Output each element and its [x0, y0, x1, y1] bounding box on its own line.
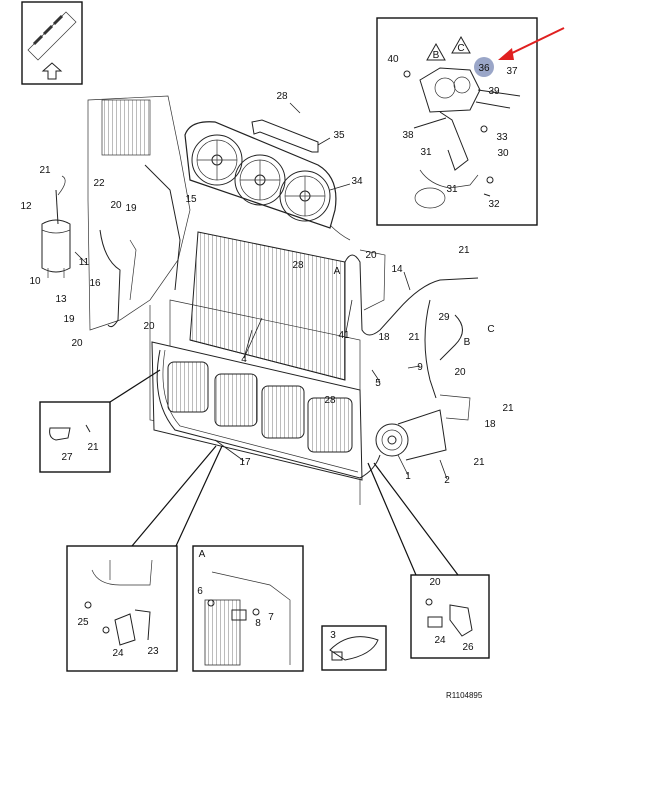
callout-28: 28 — [292, 260, 304, 271]
triangle-C — [451, 35, 471, 54]
callout-9: 9 — [417, 362, 423, 373]
callout-11: 11 — [79, 257, 90, 268]
callout-28: 28 — [276, 91, 288, 102]
callout-16: 16 — [89, 278, 101, 289]
view-letter-C: C — [487, 324, 494, 335]
view-letter-A: A — [334, 266, 341, 277]
callout-5: 5 — [375, 378, 381, 389]
callout-21: 21 — [87, 442, 99, 453]
callout-33: 33 — [496, 132, 508, 143]
callout-23: 23 — [147, 646, 159, 657]
callout-29: 29 — [438, 312, 450, 323]
pipe-16 — [99, 164, 181, 328]
callout-13: 13 — [55, 294, 67, 305]
inset-clip-27 — [39, 401, 111, 473]
callout-24: 24 — [434, 635, 446, 646]
callout-21: 21 — [408, 332, 420, 343]
view-letters: A B C A — [199, 266, 495, 560]
callout-28: 28 — [324, 395, 336, 406]
callout-17: 17 — [239, 457, 251, 468]
callout-8: 8 — [255, 618, 261, 629]
callout-24: 24 — [112, 648, 124, 659]
callout-19: 19 — [125, 203, 137, 214]
leader-lines — [74, 102, 448, 480]
receiver-drier — [41, 175, 71, 278]
compressor — [375, 394, 471, 461]
callout-20: 20 — [365, 250, 377, 261]
callout-31: 31 — [420, 147, 432, 158]
callout-26: 26 — [462, 642, 474, 653]
callout-7: 7 — [268, 612, 274, 623]
triangle-label-C: C — [457, 43, 464, 54]
view-letter-B: B — [464, 337, 471, 348]
reference-number: R1104895 — [446, 691, 483, 700]
callout-21: 21 — [458, 245, 470, 256]
inset-connectors — [109, 369, 459, 576]
callout-10: 10 — [29, 276, 41, 287]
callout-25: 25 — [77, 617, 89, 628]
callout-35: 35 — [333, 130, 345, 141]
callout-18: 18 — [484, 419, 496, 430]
red-arrow — [498, 27, 565, 60]
orientation-icon — [21, 1, 83, 85]
vehicle-body-outline — [87, 95, 386, 505]
callout-1: 1 — [405, 471, 411, 482]
bracket-35 — [251, 119, 319, 153]
callout-19: 19 — [63, 314, 75, 325]
inset-view-a — [192, 545, 304, 672]
callout-32: 32 — [488, 199, 500, 210]
callout-20: 20 — [429, 577, 441, 588]
callout-21: 21 — [473, 457, 485, 468]
triangle-label-B: B — [433, 50, 440, 61]
callout-40: 40 — [387, 54, 399, 65]
callout-15: 15 — [185, 194, 197, 205]
callout-12: 12 — [20, 201, 32, 212]
callout-36-label: 36 — [478, 63, 490, 74]
callout-14: 14 — [391, 264, 403, 275]
callout-39: 39 — [488, 86, 500, 97]
callout-38: 38 — [402, 130, 414, 141]
callout-22: 22 — [93, 178, 105, 189]
callout-30: 30 — [497, 148, 509, 159]
view-letter-A: A — [199, 549, 206, 560]
callout-31: 31 — [446, 184, 458, 195]
callout-37: 37 — [506, 66, 518, 77]
callout-2: 2 — [444, 475, 450, 486]
grille-shutters — [151, 341, 363, 481]
callout-4: 4 — [241, 354, 247, 365]
callout-34: 34 — [351, 176, 363, 187]
inset-bracket-26 — [410, 574, 490, 659]
callout-27: 27 — [61, 452, 73, 463]
highlighted-callout-36[interactable]: 36 — [474, 57, 494, 77]
triangle-B — [426, 42, 446, 61]
cooling-fan-assembly — [184, 121, 337, 229]
inset-triangles: BC — [426, 35, 471, 61]
callout-41: 41 — [338, 330, 350, 341]
callout-20: 20 — [110, 200, 122, 211]
callout-20: 20 — [71, 338, 83, 349]
inset-bracket-23 — [66, 545, 178, 672]
callout-21: 21 — [39, 165, 51, 176]
callout-20: 20 — [143, 321, 155, 332]
callout-20: 20 — [454, 367, 466, 378]
callout-21: 21 — [502, 403, 514, 414]
callout-18: 18 — [378, 332, 390, 343]
ac-pipes — [329, 224, 479, 399]
callout-6: 6 — [197, 586, 203, 597]
inset-cable-tie — [321, 625, 387, 671]
callout-3: 3 — [330, 630, 336, 641]
